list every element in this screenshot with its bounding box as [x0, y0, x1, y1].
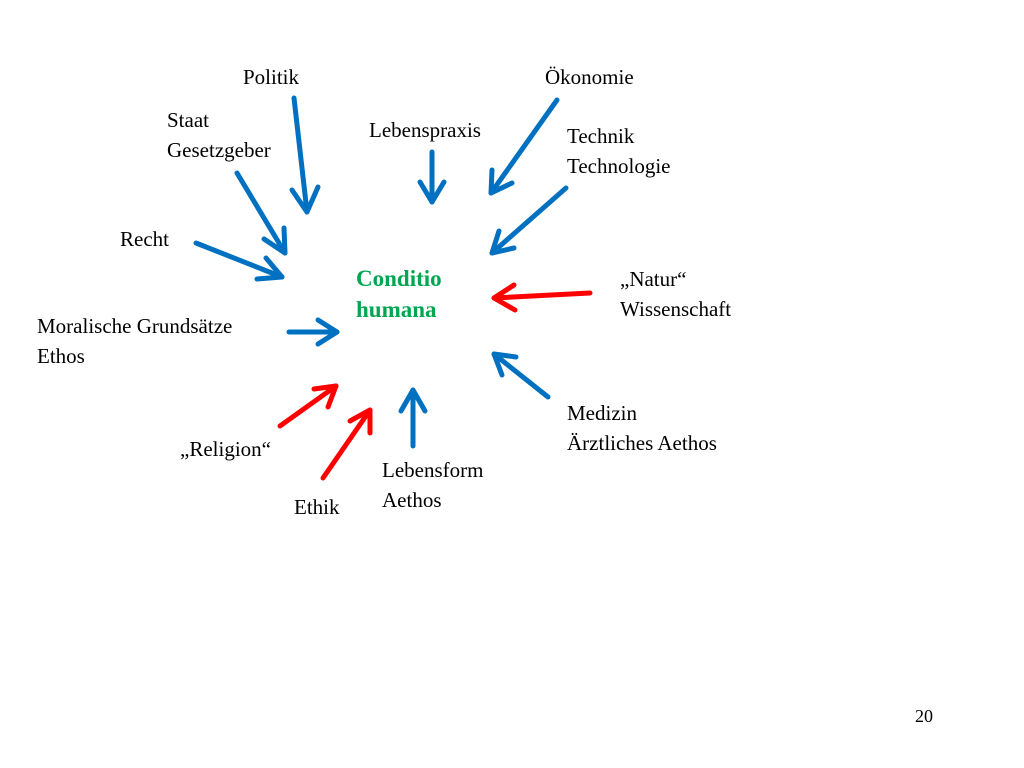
label-lebensform: Lebensform Aethos: [382, 455, 483, 515]
arrow-recht: [193, 240, 285, 282]
label-technik: Technik Technologie: [567, 121, 671, 181]
page-number: 20: [915, 706, 933, 726]
label-technik-line-2: Technologie: [567, 154, 671, 178]
label-staat-line-2: Gesetzgeber: [167, 138, 271, 162]
label-medizin-line-2: Ärztliches Aethos: [567, 431, 717, 455]
label-natur: „Natur“ Wissenschaft: [620, 264, 731, 324]
label-lebenspraxis: Lebenspraxis: [369, 118, 481, 142]
label-moral-line-1: Moralische Grundsätze: [37, 314, 233, 338]
label-ethik: Ethik: [294, 495, 340, 519]
arrow-lebensform: [398, 387, 428, 449]
label-moral: Moralische Grundsätze Ethos: [37, 311, 232, 371]
arrow-medizin: [491, 351, 551, 400]
arrow-oekonomie: [488, 97, 560, 196]
label-moral-line-2: Ethos: [37, 344, 85, 368]
arrow-lebenspraxis: [417, 149, 447, 205]
arrow-ethik: [320, 407, 373, 481]
label-lebensform-line-2: Aethos: [382, 488, 442, 512]
label-staat-line-1: Staat: [167, 108, 209, 132]
center-concept: Conditio humana: [356, 263, 442, 325]
label-natur-line-1: „Natur“: [620, 267, 687, 291]
arrow-religion: [277, 383, 339, 429]
label-staat: Staat Gesetzgeber: [167, 105, 271, 165]
arrow-staat: [234, 170, 288, 256]
label-lebensform-line-1: Lebensform: [382, 458, 484, 482]
label-religion: „Religion“: [180, 437, 271, 461]
label-recht: Recht: [120, 227, 169, 251]
label-oekonomie: Ökonomie: [545, 65, 634, 89]
arrow-technik: [489, 185, 569, 256]
arrow-politik: [289, 95, 321, 215]
label-natur-line-2: Wissenschaft: [620, 297, 732, 321]
label-politik: Politik: [243, 65, 300, 89]
center-line-1: Conditio: [356, 266, 442, 291]
label-technik-line-1: Technik: [567, 124, 635, 148]
label-medizin: Medizin Ärztliches Aethos: [567, 398, 717, 458]
arrow-natur: [491, 282, 593, 313]
arrow-moral: [286, 317, 340, 347]
center-line-2: humana: [356, 297, 437, 322]
label-medizin-line-1: Medizin: [567, 401, 637, 425]
